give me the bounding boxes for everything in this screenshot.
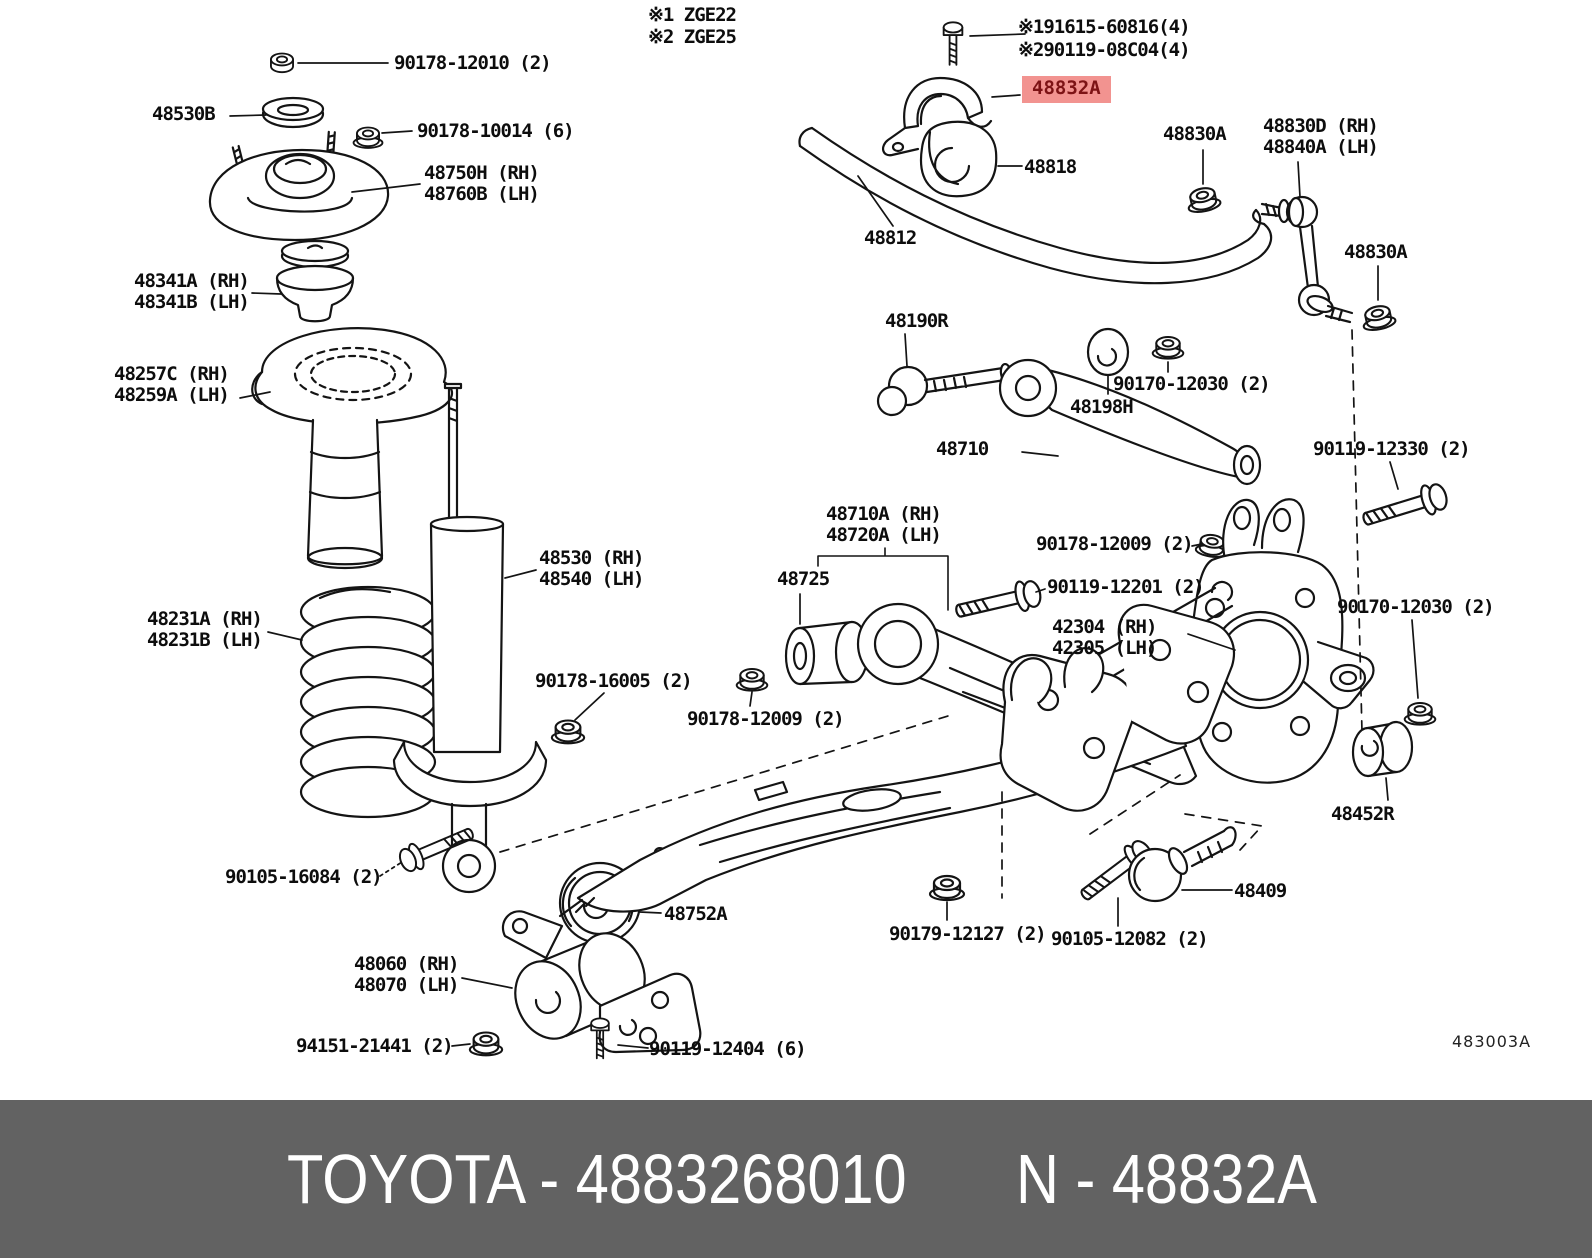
construction-lines [499,329,1363,899]
part-label-48830d-48840a: 48830D (RH) 48840A (LH) [1263,115,1379,158]
stabilizer-bushing-48818 [919,120,998,198]
part-label-48710: 48710 [936,438,989,460]
upper-arm-48710 [998,358,1262,486]
part-label-90119-12201: 90119-12201 (2) [1047,576,1205,598]
part-label-48818: 48818 [1024,156,1077,178]
footer-bar: TOYOTA - 4883268010 N - 48832A [0,1100,1592,1258]
part-label-48530-48540: 48530 (RH) 48540 (LH) [539,547,644,590]
footer-catalog-code: N - 48832A [1015,1140,1317,1218]
part-label-42304-42305: 42304 (RH) 42305 (LH) [1052,616,1157,659]
part-label-90178-12009-lower: 90178-12009 (2) [687,708,845,730]
nut-94151-21441 [470,1033,502,1056]
part-label-90119-12330: 90119-12330 (2) [1313,438,1471,460]
nut-90178-12010 [270,52,294,74]
part-label-48830a-left: 48830A [1163,123,1227,145]
diagram-line-art [208,21,1452,1060]
part-label-90179-12127: 90179-12127 (2) [889,923,1047,945]
nut-90178-12009-lower [737,669,768,691]
bushing-48452r [1351,720,1414,778]
label-bracket-48710a [817,547,949,611]
bolt-90119-12201 [952,576,1045,628]
part-label-90105-12082: 90105-12082 (2) [1051,928,1209,950]
nut-90179-12127 [930,876,964,900]
part-label-48231a-48231b: 48231A (RH) 48231B (LH) [147,608,263,651]
part-label-48190r: 48190R [885,310,949,332]
fastener-note-1: ※191615-60816(4) [1018,16,1191,38]
part-label-90170-12030-lower: 90170-12030 (2) [1337,596,1495,618]
bump-stop-48341 [275,239,355,323]
bolt-48409 [1127,826,1237,903]
spring-seat-48257 [251,327,454,425]
bushing-48725 [784,620,870,686]
part-label-48198h: 48198H [1070,396,1134,418]
nut-90178-10014 [354,128,383,148]
highlighted-part-label-48832a[interactable]: 48832A [1022,76,1111,103]
footer-brand-part-number: TOYOTA - 4883268010 [287,1140,907,1218]
model-note-2: ※2 ZGE25 [648,26,737,48]
part-label-48725: 48725 [777,568,830,590]
part-label-48530b: 48530B [152,103,216,125]
cam-48198h [1086,327,1130,377]
part-label-90170-12030-upper: 90170-12030 (2) [1113,373,1271,395]
diagram-reference-code: 483003A [1452,1032,1532,1051]
part-label-90178-10014: 90178-10014 (6) [417,120,575,142]
washer-48530b [261,96,325,129]
stabilizer-nut-48830a-right [1360,303,1396,332]
bracket-48060 [501,910,702,1054]
link-48190r [876,362,1013,417]
part-label-48812: 48812 [864,227,917,249]
nut-90178-16005 [552,721,584,744]
part-label-90119-12404: 90119-12404 (6) [649,1038,807,1060]
part-label-48341a-48341b: 48341A (RH) 48341B (LH) [134,270,250,313]
part-label-48752a: 48752A [664,903,728,925]
model-note-1: ※1 ZGE22 [648,4,737,26]
nut-90170-12030-lower [1405,703,1436,725]
part-label-94151-21441: 94151-21441 (2) [296,1035,454,1057]
part-label-48452r: 48452R [1331,803,1395,825]
part-label-90178-12009-upper: 90178-12009 (2) [1036,533,1194,555]
part-label-48750h-48760b: 48750H (RH) 48760B (LH) [424,162,540,205]
part-label-48257c-48259a: 48257C (RH) 48259A (LH) [114,363,230,406]
part-label-48830a-right: 48830A [1344,241,1408,263]
part-label-90105-16084: 90105-16084 (2) [225,866,383,888]
stabilizer-nut-48830a-left [1185,185,1221,214]
stabilizer-link-48830d [1260,195,1354,324]
part-label-90178-12010: 90178-12010 (2) [394,52,552,74]
shock-absorber-48530 [392,382,548,894]
strut-support-48750 [208,130,390,242]
bolt-90119-12330 [1358,479,1452,536]
stabilizer-bar-48812 [798,126,1273,285]
part-label-48710a-48720a: 48710A (RH) 48720A (LH) [826,503,942,546]
leader-lines [229,33,1419,1049]
nut-90170-12030-upper [1153,337,1184,359]
fastener-note-2: ※290119-08C04(4) [1018,39,1191,61]
part-label-48409: 48409 [1234,880,1287,902]
stabilizer-bracket-48832a [882,76,993,157]
part-label-48060-48070: 48060 (RH) 48070 (LH) [354,953,459,996]
strut-dust-boot [306,418,384,570]
stabilizer-bolt-191615 [942,21,964,66]
part-label-90178-16005: 90178-16005 (2) [535,670,693,692]
